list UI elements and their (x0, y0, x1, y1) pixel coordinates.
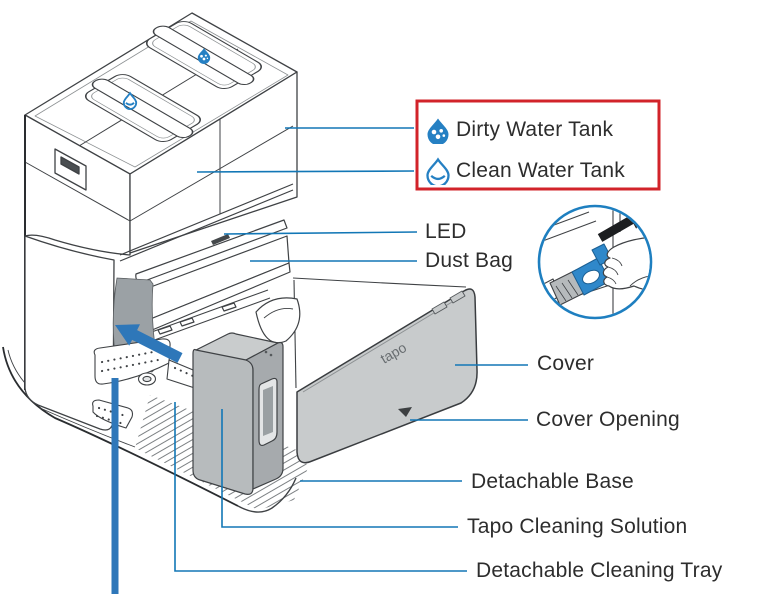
inset-hand (602, 236, 650, 291)
leader-cleaning-solution (221, 409, 458, 528)
dust-bag-removal-inset (537, 204, 653, 320)
tray-pointer-bar (111, 378, 119, 594)
leader-lines (174, 127, 528, 572)
dust-bag-bay-drawing (119, 183, 301, 347)
water-tanks-highlight-box (415, 99, 661, 191)
label-dust-bag: Dust Bag (425, 249, 513, 272)
label-cover: Cover (537, 352, 595, 375)
label-detachable-cleaning-tray: Detachable Cleaning Tray (476, 559, 723, 582)
cover-opening-notch (398, 407, 412, 417)
dust-bag-inside (255, 297, 301, 344)
label-clean-water-tank: Clean Water Tank (456, 159, 625, 182)
dirty-water-drop-mark (197, 48, 211, 65)
label-led: LED (425, 220, 467, 243)
tower-leg (24, 235, 115, 431)
label-dirty-water-tank: Dirty Water Tank (456, 118, 614, 141)
leader-led (223, 231, 418, 235)
label-detachable-base: Detachable Base (471, 470, 634, 493)
cover-drawing: tapo (296, 288, 478, 464)
led-strip (211, 234, 230, 245)
clean-water-drop-mark (122, 91, 138, 110)
leader-cleaning-tray (174, 402, 467, 572)
dirty-water-drop-icon (427, 118, 449, 144)
clean-tank-lid (84, 74, 201, 142)
insert-direction-arrow (115, 324, 183, 363)
cover-panel (296, 288, 478, 464)
leader-clean-water-tank (196, 170, 415, 173)
tank-latch (54, 148, 87, 191)
clean-water-drop-icon (426, 157, 450, 185)
cleaning-solution-bottle-drawing (192, 332, 284, 495)
tower-right-face (129, 71, 298, 254)
label-cover-opening: Cover Opening (536, 408, 680, 431)
water-tank-tower-drawing (24, 12, 298, 431)
label-tapo-cleaning-solution: Tapo Cleaning Solution (467, 515, 688, 538)
